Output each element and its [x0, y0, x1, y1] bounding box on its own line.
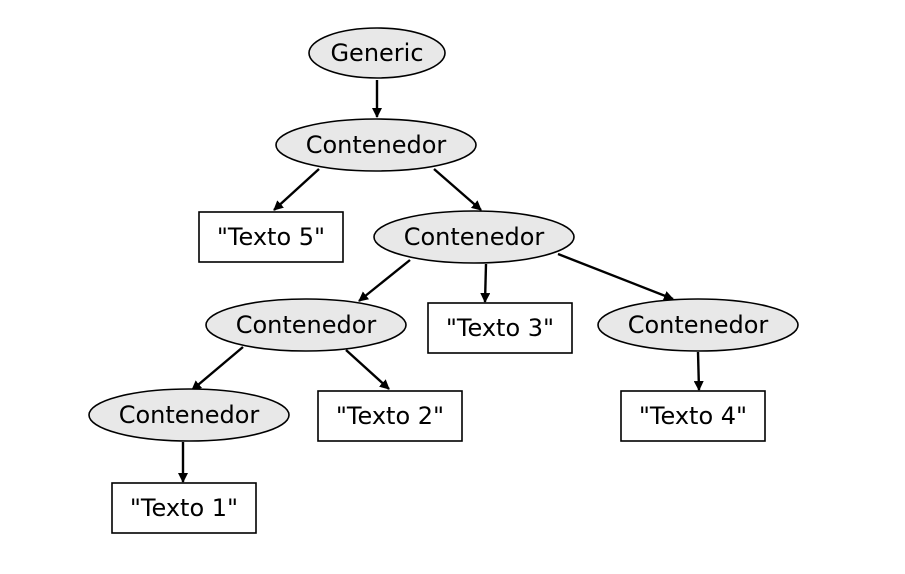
node-c4: Contenedor [597, 298, 799, 352]
node-t2: "Texto 2" [317, 390, 463, 442]
node-box-shape [317, 390, 463, 442]
node-label: Contenedor [628, 311, 769, 339]
node-label: "Texto 2" [336, 402, 444, 430]
node-c5: Contenedor [88, 388, 290, 442]
edge-arrow-c1-to-t5 [273, 168, 320, 211]
node-label: "Texto 3" [446, 314, 554, 342]
edges-layer [178, 80, 704, 483]
node-t3: "Texto 3" [427, 302, 573, 354]
node-label: Contenedor [306, 131, 447, 159]
node-t5: "Texto 5" [198, 211, 344, 263]
node-label: Contenedor [119, 401, 260, 429]
node-ellipse-shape [205, 298, 407, 352]
node-ellipse-shape [275, 118, 477, 172]
node-ellipse-shape [88, 388, 290, 442]
edge-arrow-c3-to-t2 [345, 349, 390, 390]
node-box-shape [427, 302, 573, 354]
edge-arrow-c3-to-c5 [191, 346, 244, 391]
node-ellipse-shape [373, 210, 575, 264]
edge-arrow-c4-to-t4 [693, 351, 704, 391]
edge-arrow-c2-to-t3 [480, 263, 491, 303]
edge-arrow-c2-to-c4 [557, 252, 674, 301]
node-label: "Texto 1" [130, 494, 238, 522]
node-label: Contenedor [236, 311, 377, 339]
node-label: Contenedor [404, 223, 545, 251]
edge-arrow-c1-to-c2 [433, 168, 482, 211]
node-box-shape [620, 390, 766, 442]
edge-arrow-c2-to-c3 [358, 259, 411, 302]
node-c1: Contenedor [275, 118, 477, 172]
node-generic: Generic [308, 27, 446, 79]
node-ellipse-shape [308, 27, 446, 79]
node-c2: Contenedor [373, 210, 575, 264]
node-box-shape [198, 211, 344, 263]
node-ellipse-shape [597, 298, 799, 352]
node-label: "Texto 4" [639, 402, 747, 430]
node-t4: "Texto 4" [620, 390, 766, 442]
node-label: Generic [330, 39, 423, 67]
node-box-shape [111, 482, 257, 534]
node-c3: Contenedor [205, 298, 407, 352]
node-t1: "Texto 1" [111, 482, 257, 534]
node-label: "Texto 5" [217, 223, 325, 251]
